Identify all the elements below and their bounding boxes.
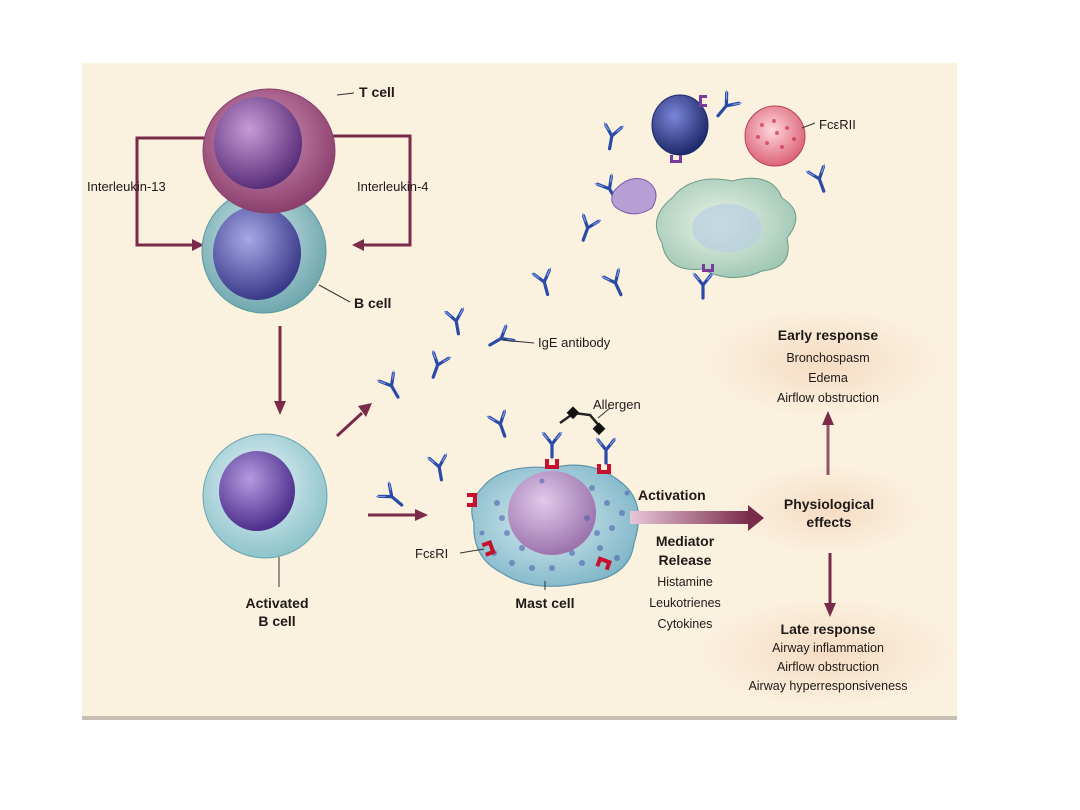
activated-b-cell-label-line2: B cell <box>258 613 295 629</box>
activated-b-cell <box>202 433 328 587</box>
late-response-arrow <box>824 553 836 617</box>
mediator-histamine: Histamine <box>657 575 713 589</box>
ige-leader <box>501 339 535 344</box>
physiological-glow <box>734 465 924 555</box>
allergen-label: Allergen <box>593 397 641 412</box>
diagram-figure: T cell Interleukin-13 Interleukin-4 B ce… <box>82 63 957 719</box>
activation-arrow <box>630 505 764 531</box>
mediator-cytokines: Cytokines <box>658 617 713 631</box>
early-response-item: Bronchospasm <box>786 351 869 365</box>
late-response-glow <box>697 598 957 708</box>
interleukin-4-arrow <box>324 134 412 251</box>
early-response-item: Edema <box>808 371 848 385</box>
physiological-label: Physiological <box>784 496 874 512</box>
activation-down-arrow <box>274 326 286 415</box>
secretion-arrow <box>335 403 372 438</box>
activation-label: Activation <box>638 487 706 503</box>
fceri-ii-label: FcεRII <box>819 117 856 132</box>
early-response-title: Early response <box>778 327 879 343</box>
dark-blue-cell <box>651 94 709 163</box>
allergy-pathway-diagram: T cell Interleukin-13 Interleukin-4 B ce… <box>87 84 957 708</box>
interleukin-13-arrow <box>135 136 207 251</box>
effects-label: effects <box>806 514 851 530</box>
late-response-item: Airway inflammation <box>772 641 884 655</box>
interleukin-4-label: Interleukin-4 <box>357 179 429 194</box>
early-response-glow <box>704 308 944 418</box>
early-response-item: Airflow obstruction <box>777 391 879 405</box>
mast-cell-label: Mast cell <box>515 595 574 611</box>
activated-b-cell-label-line1: Activated <box>245 595 308 611</box>
b-cell <box>201 188 327 314</box>
small-platelet <box>611 178 657 215</box>
late-response-item: Airflow obstruction <box>777 660 879 674</box>
late-response-item: Airway hyperresponsiveness <box>748 679 907 693</box>
b-cell-label: B cell <box>354 295 391 311</box>
fceri-label: FcεRI <box>415 546 448 561</box>
mediator-leukotrienes: Leukotrienes <box>649 596 721 610</box>
red-granulocyte <box>744 105 816 167</box>
fceri-leader <box>459 548 485 554</box>
early-response-arrow <box>822 411 834 475</box>
t-cell-leader <box>336 92 355 96</box>
binding-arrow <box>368 509 428 521</box>
mediator-label: Mediator <box>656 533 715 549</box>
bound-ige-antibodies <box>540 430 618 465</box>
figure-bottom-border <box>82 716 957 720</box>
ige-antibody-label: IgE antibody <box>538 335 611 350</box>
macrophage-cell <box>655 177 797 279</box>
b-cell-leader <box>318 284 351 303</box>
interleukin-13-label: Interleukin-13 <box>87 179 166 194</box>
late-response-title: Late response <box>781 621 876 637</box>
mast-cell <box>471 464 640 590</box>
t-cell-label: T cell <box>359 84 395 100</box>
t-cell <box>202 88 336 214</box>
release-label: Release <box>659 552 712 568</box>
